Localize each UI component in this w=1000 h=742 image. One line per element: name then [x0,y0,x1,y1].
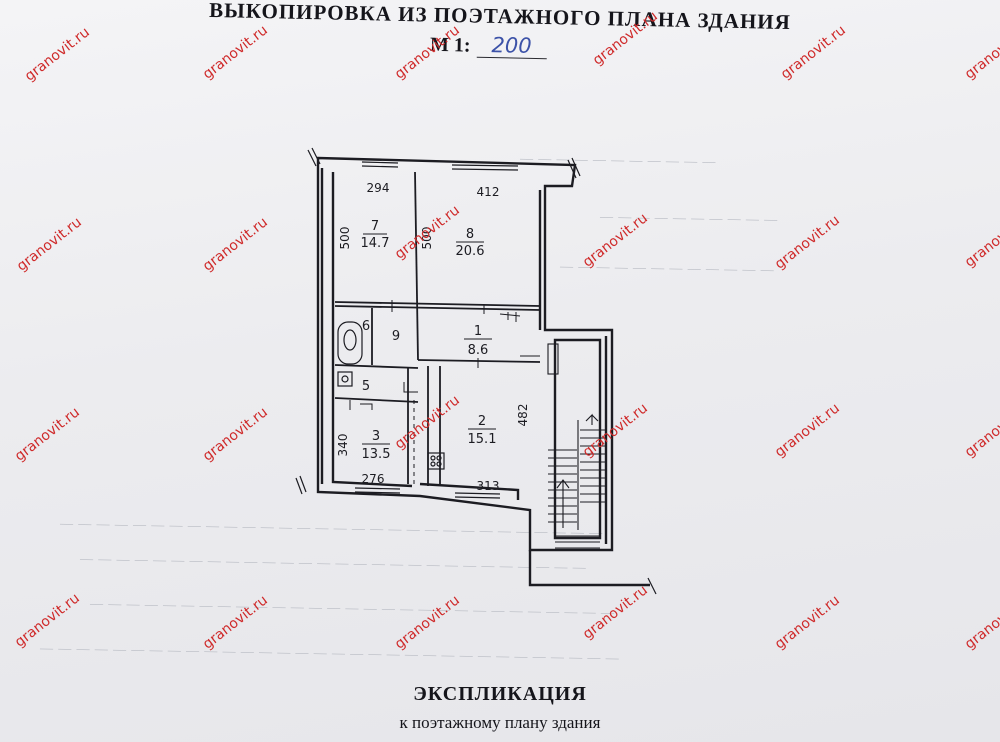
room-3-area: 13.5 [362,447,391,462]
dimension-bottom-left: 276 [362,472,385,486]
room-8-number: 8 [466,227,474,242]
stove-icon [427,452,445,470]
room-8-dimension: 500 [420,227,434,250]
room-3-dimension: 340 [336,434,350,457]
staircase [547,343,605,549]
interior-walls [334,171,541,486]
explication-title: ЭКСПЛИКАЦИЯ [413,683,587,705]
room-5-number: 5 [362,379,370,394]
room-7-area: 14.7 [361,236,390,251]
explication-subtitle: к поэтажному плану здания [399,713,601,732]
room-8-area: 20.6 [456,244,485,259]
room-labels: 7 14.7 500 8 20.6 500 6 9 1 8.6 5 3 13.5… [336,181,530,493]
room-7-number: 7 [371,219,379,234]
dimension-top-right: 412 [477,185,500,199]
room-1-number: 1 [474,324,482,339]
doors [349,300,540,484]
dimension-bottom-right: 313 [477,479,500,493]
room-2-number: 2 [478,414,486,429]
room-2-dimension: 482 [516,404,530,427]
windows [354,161,519,499]
room-7-dimension: 500 [338,227,352,250]
break-marks [295,147,657,595]
room-9-area: 9 [392,329,400,344]
outer-walls [316,156,650,587]
room-6-number: 6 [362,319,370,334]
room-1-area: 8.6 [468,343,489,358]
bathtub-icon [337,321,363,365]
room-3-number: 3 [372,429,380,444]
dimension-top-left: 294 [367,181,390,195]
room-2-area: 15.1 [468,432,497,447]
sink-icon [337,371,353,387]
